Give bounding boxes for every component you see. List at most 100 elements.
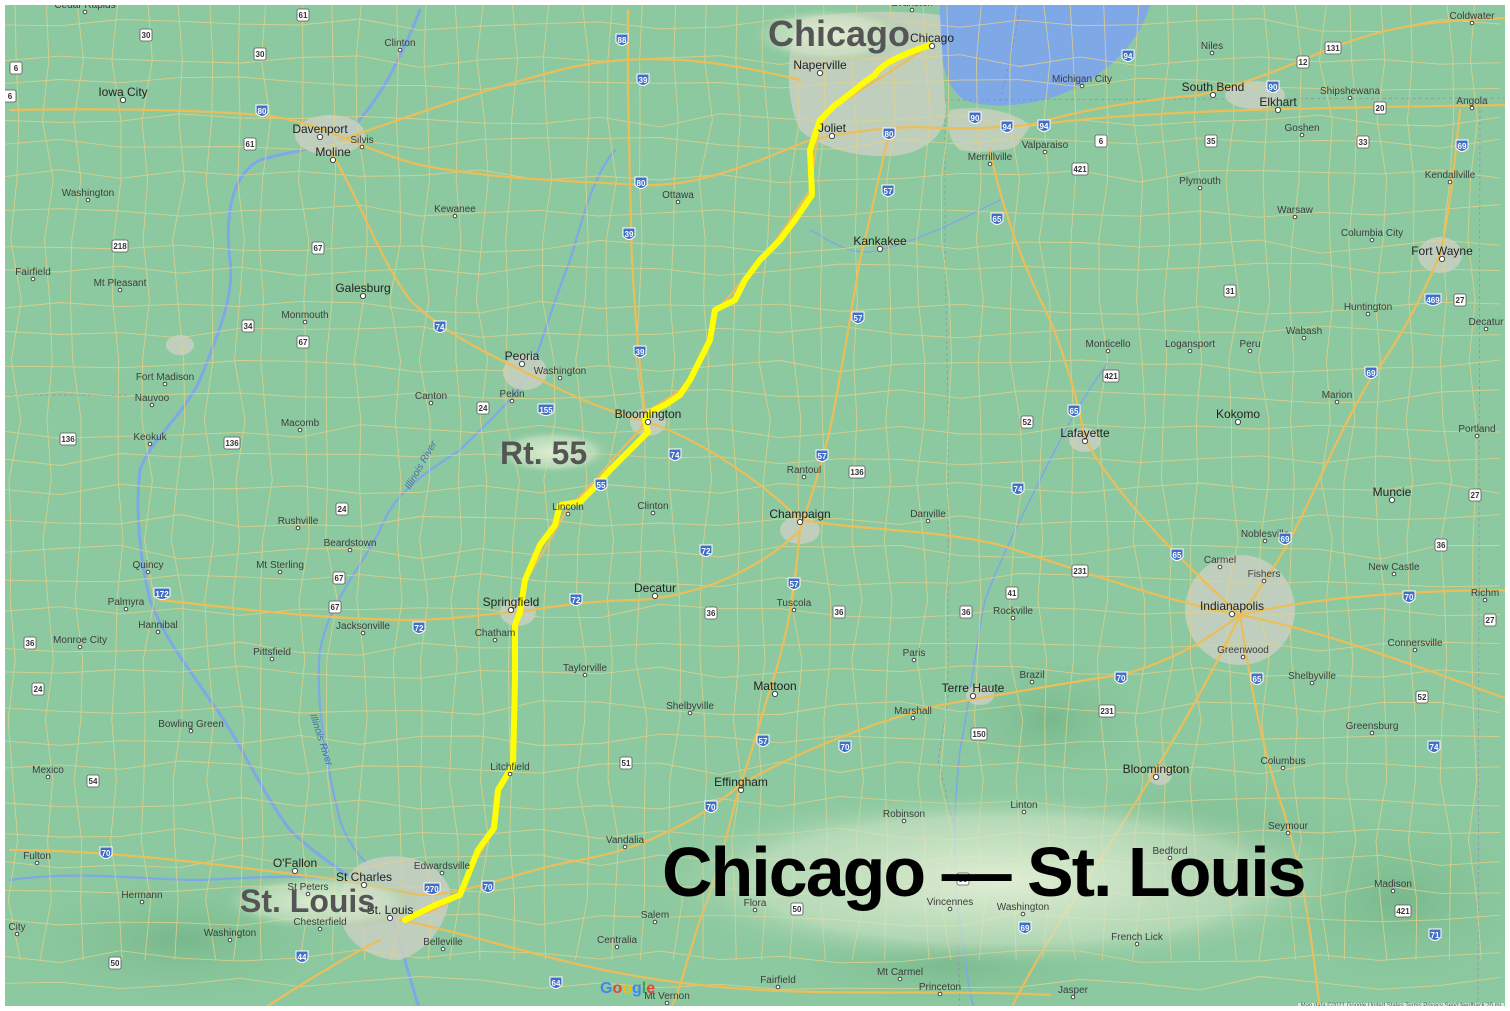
city-label-lincoln[interactable]: Lincoln: [552, 502, 584, 513]
city-label-wabash[interactable]: Wabash: [1286, 326, 1322, 337]
city-label-decatur-in[interactable]: Decatur: [1468, 317, 1504, 328]
city-label-brazil[interactable]: Brazil: [1019, 670, 1044, 681]
city-label-macomb[interactable]: Macomb: [281, 418, 320, 429]
city-label-elkhart[interactable]: Elkhart: [1259, 95, 1297, 109]
city-label-plymouth[interactable]: Plymouth: [1179, 176, 1221, 187]
city-label-belleville[interactable]: Belleville: [423, 937, 463, 948]
city-label-shelbyville-il[interactable]: Shelbyville: [666, 701, 714, 712]
city-label-warsaw[interactable]: Warsaw: [1277, 205, 1314, 216]
city-label-effingham[interactable]: Effingham: [714, 775, 768, 789]
city-label-mexico[interactable]: Mexico: [32, 765, 64, 776]
city-label-shelbyville-in[interactable]: Shelbyville: [1288, 671, 1336, 682]
city-label-french-lick[interactable]: French Lick: [1111, 932, 1164, 943]
city-label-kendallville[interactable]: Kendallville: [1425, 170, 1476, 181]
city-label-monticello[interactable]: Monticello: [1085, 339, 1130, 350]
city-label-clinton[interactable]: Clinton: [384, 38, 415, 49]
city-label-bedford[interactable]: Bedford: [1152, 846, 1187, 857]
map-attribution[interactable]: Map data ©2021 Google United States Term…: [1297, 1003, 1504, 1009]
city-label-rantoul[interactable]: Rantoul: [787, 465, 821, 476]
city-label-indianapolis[interactable]: Indianapolis: [1200, 599, 1264, 613]
city-label-logansport[interactable]: Logansport: [1165, 339, 1215, 350]
city-label-nauvoo[interactable]: Nauvoo: [135, 393, 170, 404]
city-label-city[interactable]: City: [8, 922, 25, 933]
city-label-fairfield-ia[interactable]: Fairfield: [15, 267, 51, 278]
city-label-davenport[interactable]: Davenport: [292, 122, 348, 136]
city-label-st-charles[interactable]: St Charles: [336, 870, 392, 884]
city-label-bloomington-il[interactable]: Bloomington: [615, 407, 682, 421]
city-label-mt-pleasant[interactable]: Mt Pleasant: [94, 278, 147, 289]
city-label-vincennes[interactable]: Vincennes: [927, 897, 974, 908]
city-label-marion[interactable]: Marion: [1322, 390, 1353, 401]
city-label-danville[interactable]: Danville: [910, 509, 946, 520]
city-label-niles[interactable]: Niles: [1201, 41, 1223, 52]
city-label-salem[interactable]: Salem: [641, 910, 669, 921]
city-label-coldwater[interactable]: Coldwater: [1449, 11, 1495, 22]
city-label-washington-in[interactable]: Washington: [997, 902, 1049, 913]
city-label-lafayette[interactable]: Lafayette: [1060, 426, 1110, 440]
city-label-keokuk[interactable]: Keokuk: [133, 432, 167, 443]
city-label-palmyra[interactable]: Palmyra: [108, 597, 145, 608]
city-label-fort-wayne[interactable]: Fort Wayne: [1411, 244, 1473, 258]
city-label-columbia-city[interactable]: Columbia City: [1341, 228, 1403, 239]
city-label-huntington[interactable]: Huntington: [1344, 302, 1392, 313]
city-label-marshall[interactable]: Marshall: [894, 706, 932, 717]
city-label-angola[interactable]: Angola: [1456, 96, 1488, 107]
city-label-kankakee[interactable]: Kankakee: [853, 234, 907, 248]
city-label-fort-madison[interactable]: Fort Madison: [136, 372, 194, 383]
city-label-beardstown[interactable]: Beardstown: [324, 538, 377, 549]
city-label-columbus[interactable]: Columbus: [1260, 756, 1305, 767]
city-label-jasper[interactable]: Jasper: [1058, 985, 1089, 996]
city-label-terre-haute[interactable]: Terre Haute: [942, 681, 1005, 695]
city-label-fishers[interactable]: Fishers: [1248, 569, 1281, 580]
city-label-monroe-city[interactable]: Monroe City: [53, 635, 107, 646]
city-label-mt-vernon[interactable]: Mt Vernon: [644, 991, 690, 1002]
city-label-madison[interactable]: Madison: [1374, 879, 1412, 890]
city-label-kokomo[interactable]: Kokomo: [1216, 407, 1260, 421]
city-label-mt-carmel[interactable]: Mt Carmel: [877, 967, 923, 978]
city-label-chesterfield[interactable]: Chesterfield: [293, 917, 346, 928]
city-label-peru[interactable]: Peru: [1239, 339, 1260, 350]
city-label-ottawa[interactable]: Ottawa: [662, 190, 694, 201]
city-label-michigan-city[interactable]: Michigan City: [1052, 74, 1112, 85]
city-label-connersville[interactable]: Connersville: [1387, 638, 1442, 649]
city-label-vandalia[interactable]: Vandalia: [606, 835, 645, 846]
city-label-greenwood[interactable]: Greenwood: [1217, 645, 1269, 656]
city-label-champaign[interactable]: Champaign: [769, 507, 830, 521]
city-label-mattoon[interactable]: Mattoon: [753, 679, 796, 693]
city-label-joliet[interactable]: Joliet: [818, 121, 847, 135]
city-label-rushville[interactable]: Rushville: [278, 516, 319, 527]
route-55-line[interactable]: [402, 42, 933, 923]
city-label-monmouth[interactable]: Monmouth: [281, 310, 328, 321]
city-label-hannibal[interactable]: Hannibal: [138, 620, 177, 631]
city-label-peoria[interactable]: Peoria: [505, 349, 540, 363]
city-label-new-castle[interactable]: New Castle: [1368, 562, 1420, 573]
city-label-greensburg[interactable]: Greensburg: [1346, 721, 1399, 732]
city-label-litchfield[interactable]: Litchfield: [490, 762, 529, 773]
city-label-pekin[interactable]: Pekin: [499, 389, 524, 400]
city-label-evanston[interactable]: Evanston: [891, 0, 933, 9]
city-label-iowa-city[interactable]: Iowa City: [98, 85, 147, 99]
city-label-taylorville[interactable]: Taylorville: [563, 663, 607, 674]
city-label-clinton-il[interactable]: Clinton: [637, 501, 668, 512]
city-label-washington-mo[interactable]: Washington: [204, 928, 256, 939]
city-label-washington-ia[interactable]: Washington: [62, 188, 114, 199]
city-label-noblesville[interactable]: Noblesville: [1241, 529, 1290, 540]
city-label-chatham[interactable]: Chatham: [475, 628, 516, 639]
city-label-princeton[interactable]: Princeton: [919, 982, 961, 993]
city-label-silvis[interactable]: Silvis: [350, 135, 373, 146]
google-logo[interactable]: Google: [600, 980, 655, 998]
city-label-jacksonville[interactable]: Jacksonville: [336, 621, 390, 632]
city-label-washington-il[interactable]: Washington: [534, 366, 586, 377]
city-label-robinson[interactable]: Robinson: [883, 809, 925, 820]
city-label-seymour[interactable]: Seymour: [1268, 821, 1309, 832]
city-label-linton[interactable]: Linton: [1010, 800, 1037, 811]
city-label-merrillville[interactable]: Merrillville: [968, 152, 1013, 163]
city-label-decatur[interactable]: Decatur: [634, 581, 676, 595]
city-label-rockville[interactable]: Rockville: [993, 606, 1033, 617]
city-label-quincy[interactable]: Quincy: [132, 560, 163, 571]
city-label-ofallon[interactable]: O'Fallon: [273, 856, 317, 870]
city-label-springfield[interactable]: Springfield: [483, 595, 540, 609]
city-label-carmel[interactable]: Carmel: [1204, 555, 1236, 566]
city-label-canton[interactable]: Canton: [415, 391, 447, 402]
